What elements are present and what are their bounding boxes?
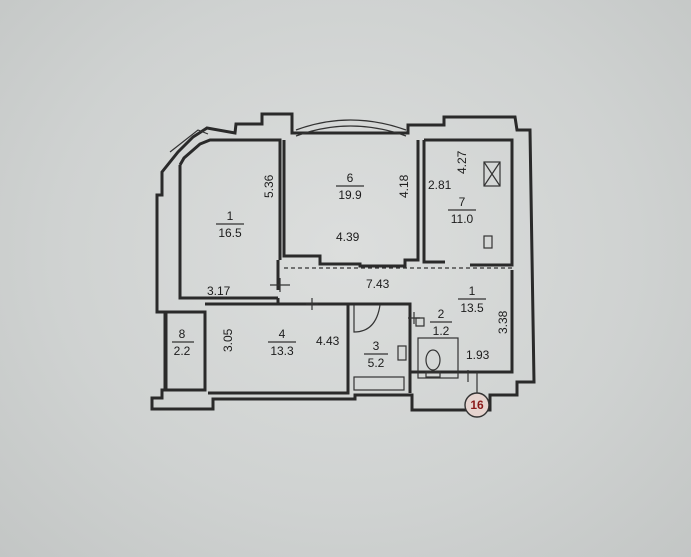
- room-7-area: 11.0: [451, 212, 474, 226]
- room-4-area: 13.3: [270, 344, 294, 358]
- room-2-number: 2: [438, 307, 445, 321]
- toilet-box: [417, 337, 459, 379]
- dim-room4-width: 4.43: [316, 334, 340, 348]
- dim-room1-width: 1.93: [466, 348, 490, 362]
- toilet-tank: [425, 371, 441, 378]
- dim-room6-width: 4.39: [336, 230, 360, 244]
- flat-number-badge: 16: [464, 372, 490, 418]
- sink-icon: [483, 235, 493, 249]
- room-4-number: 4: [279, 327, 286, 341]
- bay-window-inner: [295, 125, 407, 137]
- room-5-number: 1: [227, 209, 234, 223]
- tick-marks: [270, 278, 469, 382]
- dim-room6-height: 4.18: [397, 174, 411, 198]
- vent-cross: [483, 161, 501, 187]
- dim-room5-width: 3.17: [207, 284, 231, 298]
- dim-room7-width: 2.81: [428, 178, 452, 192]
- dim-room4-height: 3.05: [221, 328, 235, 352]
- room-8-number: 8: [179, 327, 186, 341]
- dimension-labels: 5.36 3.17 4.18 4.39 4.27 2.81 7.43 3.38 …: [207, 150, 510, 362]
- bay-window: [295, 119, 407, 131]
- corner-window: [169, 129, 209, 153]
- dim-room5-height: 5.36: [262, 174, 276, 198]
- vent-icon: [483, 161, 501, 187]
- interior-walls: [178, 138, 514, 395]
- bathtub: [353, 376, 405, 391]
- outer-walls: [150, 112, 536, 412]
- room-5-area: 16.5: [218, 226, 242, 240]
- dim-corridor-length: 7.43: [366, 277, 390, 291]
- room-6-number: 6: [347, 171, 354, 185]
- room-3-area: 5.2: [368, 356, 385, 370]
- dim-room1-height: 3.38: [496, 310, 510, 334]
- meter-icon: [415, 317, 425, 327]
- room-6-area: 19.9: [338, 188, 362, 202]
- room-3-number: 3: [373, 339, 380, 353]
- room-labels: 1 16.5 6 19.9 7 11.0 1 13.5 2 1.2 3 5.2 …: [172, 171, 486, 370]
- room-2-area: 1.2: [433, 324, 450, 338]
- dim-room7-height: 4.27: [455, 150, 469, 174]
- toilet-bowl: [425, 349, 441, 371]
- room-1-area: 13.5: [460, 301, 484, 315]
- flat-number: 16: [470, 398, 484, 412]
- room-1-number: 1: [469, 284, 476, 298]
- heater-icon: [397, 345, 407, 361]
- door-swing: [353, 304, 381, 333]
- room-8-area: 2.2: [174, 344, 191, 358]
- room-7-number: 7: [459, 195, 466, 209]
